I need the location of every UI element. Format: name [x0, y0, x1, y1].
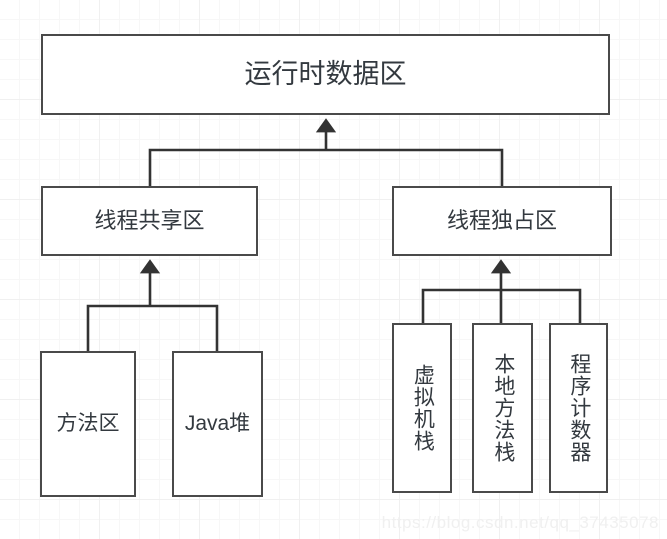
edge-program-counter-to-exclusive	[501, 288, 582, 323]
node-program-counter[interactable]: 程序计数器	[549, 323, 608, 493]
node-program-counter-label: 程序计数器	[567, 353, 591, 463]
node-native-method-stack[interactable]: 本地方法栈	[472, 323, 533, 493]
node-java-heap[interactable]: Java堆	[172, 351, 263, 497]
node-method-area-label: 方法区	[56, 411, 120, 435]
edge-method-area-to-shared	[86, 304, 150, 351]
edge-vm-stack-to-exclusive	[421, 288, 501, 323]
watermark: https://blog.csdn.net/qq_37435078	[381, 513, 659, 532]
node-native-method-stack-label: 本地方法栈	[491, 353, 515, 463]
node-java-heap-label: Java堆	[184, 411, 251, 435]
node-vm-stack[interactable]: 虚拟机栈	[392, 323, 452, 493]
node-thread-shared-area[interactable]: 线程共享区	[41, 186, 258, 256]
node-thread-exclusive-area-label: 线程独占区	[446, 208, 557, 234]
node-vm-stack-label: 虚拟机栈	[411, 364, 435, 452]
node-thread-exclusive-area[interactable]: 线程独占区	[392, 186, 612, 256]
node-runtime-data-area-label: 运行时数据区	[244, 59, 407, 90]
edge-java-heap-to-shared	[150, 304, 219, 351]
node-runtime-data-area[interactable]: 运行时数据区	[41, 34, 610, 115]
node-method-area[interactable]: 方法区	[40, 351, 136, 497]
node-thread-shared-area-label: 线程共享区	[94, 208, 205, 234]
